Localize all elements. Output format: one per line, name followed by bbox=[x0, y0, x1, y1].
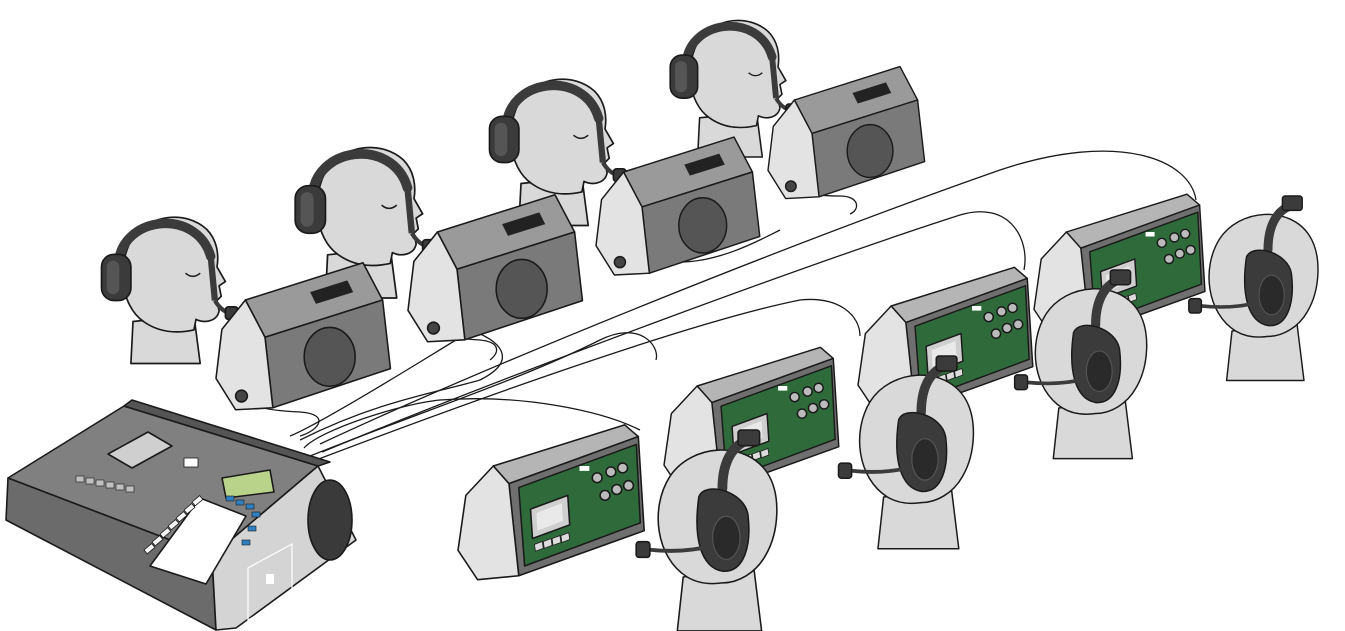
headphone-arm bbox=[599, 118, 603, 162]
loudspeaker-unit-icon bbox=[596, 137, 760, 275]
control-knob bbox=[803, 387, 812, 396]
listener-head-icon bbox=[102, 217, 239, 363]
front-row-layer bbox=[458, 194, 1318, 631]
console-function-key bbox=[76, 476, 84, 482]
console-key-blue bbox=[226, 496, 234, 501]
status-led bbox=[1146, 232, 1155, 237]
control-knob bbox=[1165, 255, 1174, 264]
control-knob bbox=[1013, 320, 1022, 329]
control-knob bbox=[1175, 249, 1184, 258]
console-key-blue bbox=[246, 504, 254, 509]
console-key-blue bbox=[248, 526, 256, 531]
control-knob bbox=[1008, 303, 1017, 312]
status-led bbox=[972, 306, 981, 311]
control-knob bbox=[997, 307, 1006, 316]
control-knob bbox=[797, 409, 806, 418]
loudspeaker-unit-icon bbox=[408, 195, 582, 342]
headband-clip bbox=[1282, 196, 1302, 210]
headset-microphone-icon bbox=[838, 463, 851, 478]
control-knob bbox=[984, 312, 993, 321]
console-function-key bbox=[116, 484, 124, 490]
control-knob bbox=[1157, 238, 1166, 247]
control-knob bbox=[1170, 233, 1179, 242]
headphone-arm bbox=[211, 256, 215, 300]
headphone-arm bbox=[408, 188, 412, 233]
ear-cup-pad bbox=[301, 192, 314, 227]
console-function-key bbox=[86, 478, 94, 484]
status-led bbox=[580, 466, 590, 471]
ear-cup-pad bbox=[675, 61, 687, 92]
control-knob bbox=[618, 463, 628, 473]
control-knob bbox=[819, 400, 828, 409]
speaker-grille bbox=[496, 259, 547, 318]
control-knob bbox=[624, 481, 634, 491]
speaker-grille bbox=[304, 327, 355, 386]
ear-cup-inner bbox=[713, 516, 740, 559]
loudspeaker-unit-icon bbox=[768, 67, 925, 199]
speaker-jack bbox=[614, 257, 625, 268]
loudspeaker-unit-icon bbox=[216, 263, 390, 410]
control-knob bbox=[612, 485, 622, 495]
headset-microphone-icon bbox=[1189, 299, 1202, 313]
ear-cup-inner bbox=[1259, 275, 1284, 315]
control-knob bbox=[814, 383, 823, 392]
control-knob bbox=[592, 473, 602, 483]
control-knob bbox=[1186, 246, 1195, 255]
delegate-unit-icon bbox=[458, 425, 644, 580]
status-led bbox=[778, 386, 787, 391]
control-knob bbox=[600, 491, 610, 501]
headband-clip bbox=[738, 430, 760, 446]
ear-cup-pad bbox=[107, 261, 120, 295]
ear-cup-inner bbox=[1086, 351, 1112, 391]
headband-clip bbox=[936, 356, 957, 371]
control-knob bbox=[606, 467, 616, 477]
speaker-grille bbox=[679, 198, 727, 253]
listener-head-icon bbox=[636, 430, 777, 631]
headset-microphone-icon bbox=[1015, 375, 1028, 390]
ear-cup-pad bbox=[495, 123, 508, 157]
console-key-blue bbox=[242, 540, 250, 545]
console-function-key bbox=[106, 482, 114, 488]
listener-head-icon bbox=[1189, 196, 1318, 381]
control-knob bbox=[1181, 229, 1190, 238]
control-knob bbox=[808, 403, 817, 412]
console-grille bbox=[308, 480, 352, 560]
speaker-jack bbox=[236, 390, 248, 402]
control-knob bbox=[991, 329, 1000, 338]
speaker-jack bbox=[428, 322, 440, 334]
control-knob bbox=[790, 392, 799, 401]
speaker-jack bbox=[786, 181, 797, 192]
console-indicator bbox=[184, 458, 198, 467]
headphone-arm bbox=[772, 57, 776, 98]
console-key-blue bbox=[252, 512, 260, 517]
control-knob bbox=[1002, 323, 1011, 332]
headband-clip bbox=[1110, 270, 1130, 285]
console-function-key bbox=[126, 486, 134, 492]
console-logo bbox=[266, 574, 274, 584]
console-key-blue bbox=[236, 500, 244, 505]
listener-head-icon bbox=[1015, 270, 1147, 459]
headset-microphone-icon bbox=[636, 542, 650, 558]
ear-cup-inner bbox=[912, 439, 938, 480]
console-function-key bbox=[96, 480, 104, 486]
speaker-grille bbox=[847, 125, 893, 178]
back-row-layer bbox=[102, 20, 925, 409]
